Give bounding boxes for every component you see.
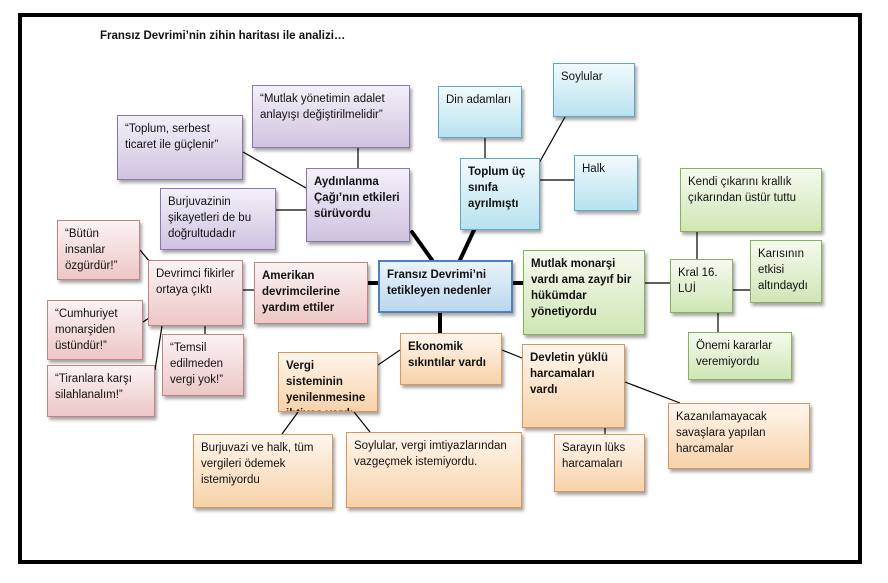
node-economic-problems: Ekonomik sıkıntılar vardı — [400, 333, 502, 385]
node-wife-influence: Karısının etkisi altındaydı — [750, 240, 822, 303]
link-center-enlightenment — [410, 230, 434, 262]
node-war-expenses: Kazanılamayacak savaşlara yapılan harcam… — [668, 403, 810, 469]
node-clergy: Din adamları — [438, 86, 522, 138]
node-king: Kral 16. LUİ — [670, 259, 733, 313]
link-eco-taxreform — [377, 349, 401, 366]
link-tax-nobles — [353, 411, 371, 433]
quote-free-trade: “Toplum, serbest ticaret ile güçlenir” — [117, 115, 243, 180]
node-tax-reform: Vergi sisteminin yenilenmesine ihtiyaç v… — [278, 352, 378, 412]
node-three-classes: Toplum üç sınıfa ayrılmıştı — [460, 158, 540, 230]
node-people: Halk — [574, 155, 638, 211]
link-enl-qtrade — [242, 151, 307, 189]
node-decisions: Önemi kararlar veremiyordu — [688, 332, 792, 380]
link-tax-bourgeois — [281, 411, 299, 435]
quote-republic: “Cumhuriyet monarşiden üstündür!” — [47, 300, 143, 360]
node-weak-monarchy: Mutlak monarşi vardı ama zayıf bir hüküm… — [523, 250, 645, 335]
node-bourgeoisie-people-tax: Burjuvazi ve halk, tüm vergileri ödemek … — [193, 434, 333, 508]
node-nobles: Soylular — [553, 63, 635, 117]
link-soc-nobles — [537, 116, 566, 166]
quote-no-taxation: “Temsil edilmeden vergi yok!” — [162, 334, 244, 396]
node-american-revolutionaries: Amerikan devrimcilerine yardım ettiler — [254, 262, 368, 324]
node-palace-luxury: Sarayın lüks harcamaları — [554, 434, 645, 492]
node-state-expenses: Devletin yüklü harcamaları vardı — [522, 344, 625, 428]
node-bourgeoisie-complaints: Burjuvazinin şikayetleri de bu doğrultud… — [160, 188, 276, 250]
node-self-interest: Kendi çıkarını krallık çıkarından üstür … — [680, 168, 822, 232]
center-node: Fransız Devrimi’ni tetikleyen nedenler — [378, 260, 513, 313]
link-th-qtyrants — [154, 325, 163, 371]
page-title: Fransız Devrimi’nin zihin haritası ile a… — [100, 30, 346, 42]
quote-absolute-rule: “Mutlak yönetimin adalet anlayışı değişt… — [252, 85, 410, 148]
link-center-society — [458, 228, 476, 262]
quote-arm-against-tyrants: “Tiranlara karşı silahlanalım!” — [47, 365, 155, 417]
node-revolutionary-ideas: Devrimci fikirler ortaya çıktı — [148, 260, 243, 326]
link-eco-burden — [501, 349, 523, 359]
node-nobles-tax-privileges: Soylular, vergi imtiyazlarından vazgeçme… — [346, 432, 522, 508]
node-enlightenment: Aydınlanma Çağı’nın etkileri sürüvordu — [306, 168, 410, 242]
quote-all-free: “Bütün insanlar özgürdür!” — [57, 220, 140, 280]
link-bur-wars — [624, 381, 681, 404]
